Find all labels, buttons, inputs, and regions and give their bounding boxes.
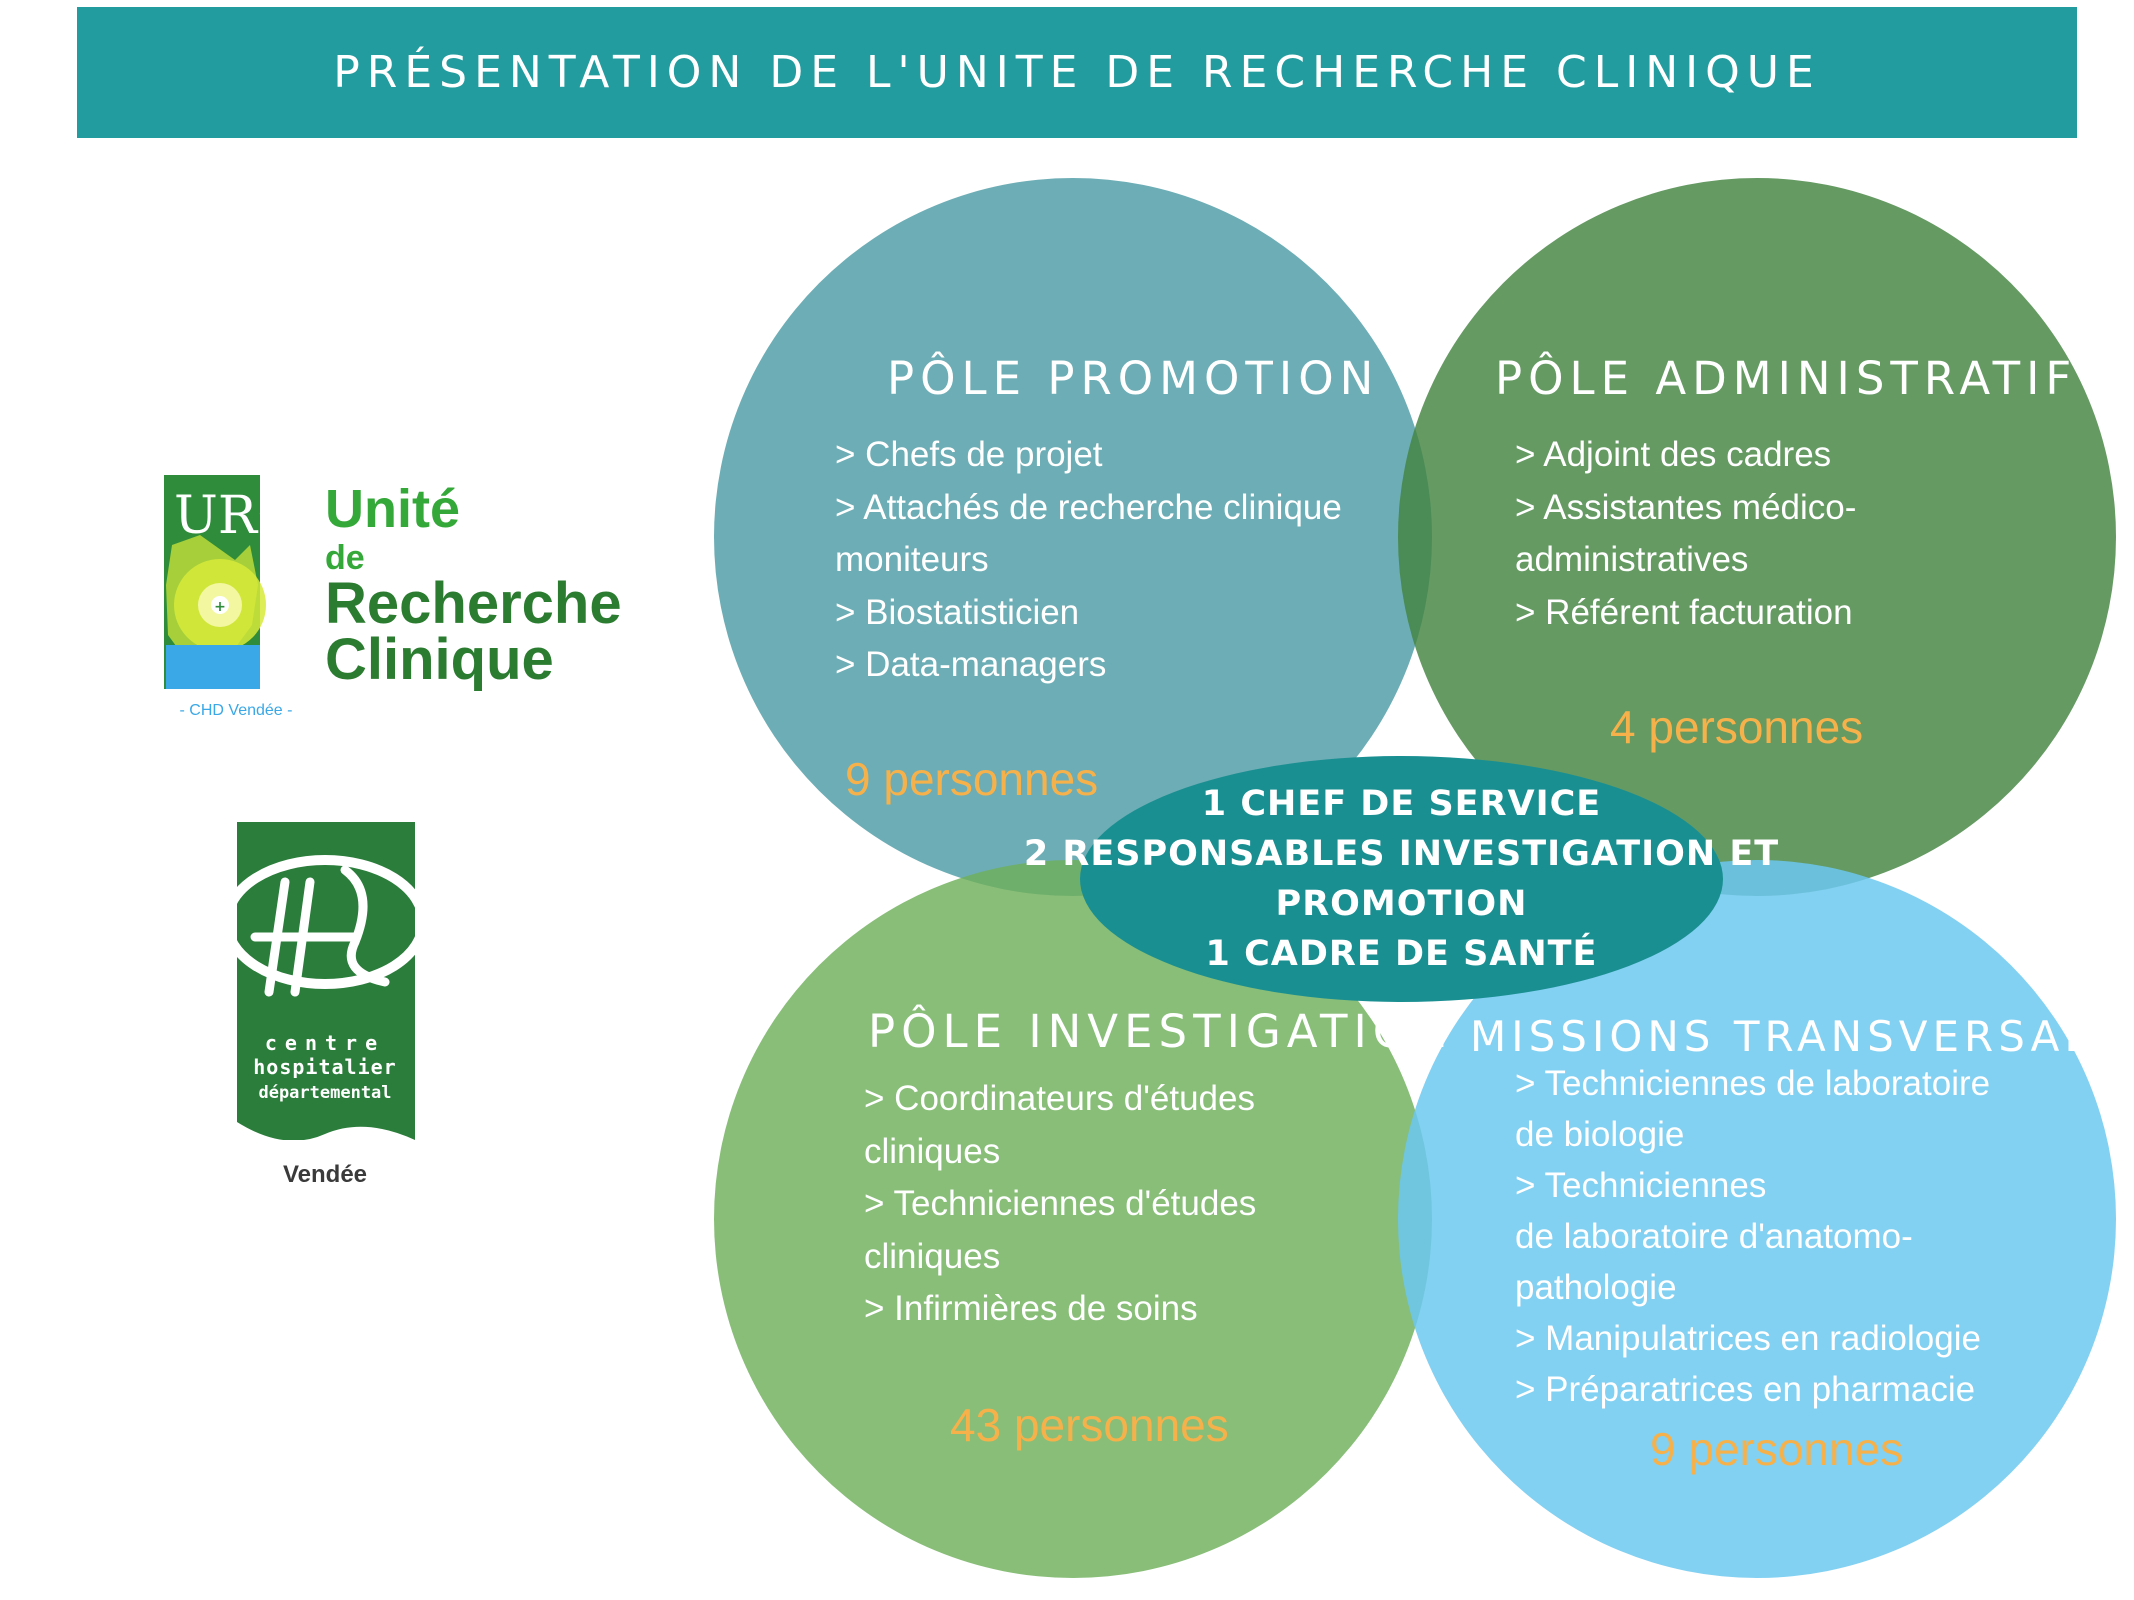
urc-line3: Recherche [325,571,622,636]
center-line-2: 2 RESPONSABLES INVESTIGATION ET [1023,834,1780,874]
urc-line1: Unité [325,479,460,539]
list-item: > Manipulatrices en radiologie [1515,1319,1981,1358]
list-item: administratives [1515,540,1749,579]
pole-administratif-list: > Adjoint des cadres > Assistantes médic… [1515,429,1856,639]
urc-line2: de [325,539,365,577]
title-banner: PRÉSENTATION DE L'UNITE DE RECHERCHE CLI… [77,7,2077,138]
chd-caption: Vendée [283,1161,367,1188]
list-item: de laboratoire d'anatomo- [1515,1217,1913,1256]
missions-transversales-count: 9 personnes [1650,1423,1904,1475]
chd-logo: centre hospitalier départemental Vendée [222,822,428,1188]
pole-administratif-count: 4 personnes [1610,701,1864,753]
pole-investigation-count: 43 personnes [950,1399,1229,1451]
list-item: > Assistantes médico- [1515,487,1857,527]
list-item: > Chefs de projet [835,435,1103,474]
list-item: > Attachés de recherche clinique [835,487,1342,527]
pole-investigation-title: PÔLE INVESTIGATION [868,1005,1454,1058]
pole-investigation-list: > Coordinateurs d'études cliniques > Tec… [864,1073,1256,1336]
list-item: moniteurs [835,540,989,579]
list-item: > Biostatisticien [835,592,1080,632]
list-item: > Référent facturation [1515,592,1853,632]
list-item: > Infirmières de soins [864,1289,1198,1328]
center-line-3: PROMOTION [1275,884,1528,924]
list-item: > Préparatrices en pharmacie [1515,1370,1976,1409]
svg-text:+: + [214,599,226,615]
urc-mark: URC [174,486,297,546]
urc-logo: + URC Unité de Recherche Clinique - CHD … [164,475,622,719]
chd-line3: départemental [258,1083,391,1103]
list-item: cliniques [864,1131,1001,1171]
urc-tagline: - CHD Vendée - [180,702,293,719]
list-item: > Techniciennes de laboratoire [1515,1064,1991,1103]
list-item: pathologie [1515,1268,1677,1307]
list-item: > Techniciennes d'études [864,1184,1257,1223]
pole-promotion-count: 9 personnes [845,753,1099,805]
center-line-4: 1 CADRE DE SANTÉ [1205,934,1598,974]
missions-transversales-list: > Techniciennes de laboratoire de biolog… [1515,1058,1990,1415]
chd-line1: centre [265,1031,385,1055]
list-item: > Coordinateurs d'études [864,1079,1255,1118]
chd-line2: hospitalier [253,1055,396,1079]
pole-promotion-title: PÔLE PROMOTION [887,352,1380,405]
list-item: cliniques [864,1236,1001,1276]
list-item: de biologie [1515,1115,1685,1154]
list-item: > Data-managers [835,645,1107,684]
urc-line4: Clinique [325,627,554,692]
missions-transversales-title: MISSIONS TRANSVERSALES [1470,1012,2134,1061]
center-line-1: 1 CHEF DE SERVICE [1201,784,1602,824]
page-title: PRÉSENTATION DE L'UNITE DE RECHERCHE CLI… [333,47,1821,98]
list-item: > Techniciennes [1515,1166,1767,1205]
pole-promotion-list: > Chefs de projet > Attachés de recherch… [835,429,1342,692]
list-item: > Adjoint des cadres [1515,435,1832,474]
pole-administratif-title: PÔLE ADMINISTRATIF [1495,352,2078,405]
direction-ellipse: 1 CHEF DE SERVICE 2 RESPONSABLES INVESTI… [1024,756,1778,1002]
